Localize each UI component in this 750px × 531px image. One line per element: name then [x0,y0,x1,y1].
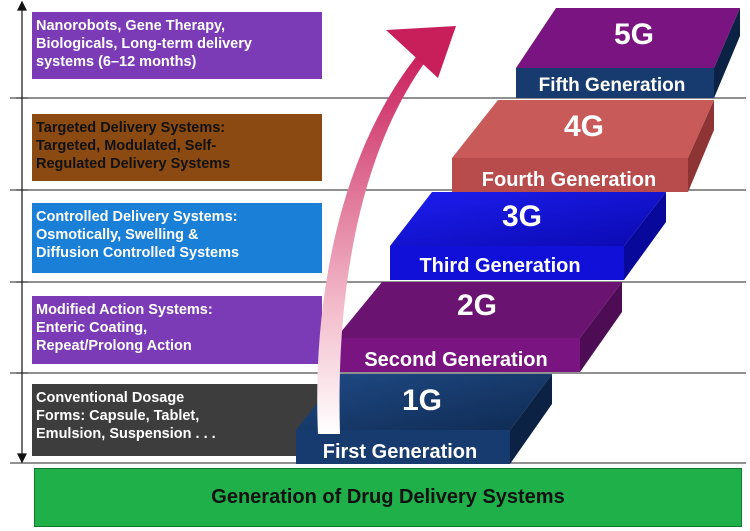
description-box-5g: Nanorobots, Gene Therapy, Biologicals, L… [32,12,322,79]
step-label-4g: Fourth Generation [482,169,656,191]
description-box-3g: Controlled Delivery Systems: Osmotically… [32,203,322,273]
step-5g: 5G Fifth Generation [516,8,740,98]
description-box-2g: Modified Action Systems: Enteric Coating… [32,296,322,364]
progress-arrow [317,26,456,434]
step-label-5g: Fifth Generation [539,75,686,96]
step-label-1g: First Generation [323,441,477,463]
step-3g: 3G Third Generation [390,192,666,280]
step-code-5g: 5G [614,18,654,51]
step-2g: 2G Second Generation [336,282,622,372]
step-label-2g: Second Generation [364,349,547,371]
step-4g: 4G Fourth Generation [452,100,714,192]
footer-banner: Generation of Drug Delivery Systems [34,468,742,527]
step-code-1g: 1G [402,384,442,417]
step-code-2g: 2G [457,289,497,322]
step-label-3g: Third Generation [419,255,580,277]
step-code-4g: 4G [564,110,604,143]
description-box-1g: Conventional Dosage Forms: Capsule, Tabl… [32,384,322,456]
description-box-4g: Targeted Delivery Systems: Targeted, Mod… [32,114,322,181]
vertical-axis [16,0,28,464]
step-code-3g: 3G [502,200,542,233]
step-1g: 1G First Generation [296,374,552,464]
